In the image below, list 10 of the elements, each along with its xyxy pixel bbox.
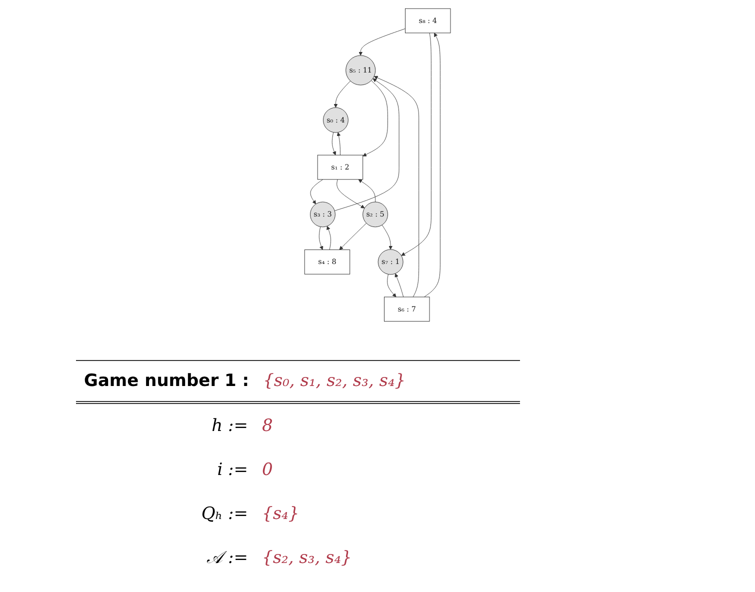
- variable-value: {s₄}: [262, 504, 300, 524]
- variable-name: i :=: [216, 460, 249, 480]
- table-value: {s₀, s₁, s₂, s₃, s₄}: [263, 371, 406, 391]
- table-heading: Game number 1 :: [84, 371, 250, 391]
- variable-value: {s₂, s₃, s₄}: [262, 548, 352, 568]
- variable-value: 0: [262, 460, 273, 480]
- variable-value: 8: [262, 416, 273, 436]
- variable-name: Qₕ :=: [200, 504, 249, 524]
- variable-name: h :=: [210, 416, 249, 436]
- variable-name: 𝒜 :=: [206, 548, 249, 568]
